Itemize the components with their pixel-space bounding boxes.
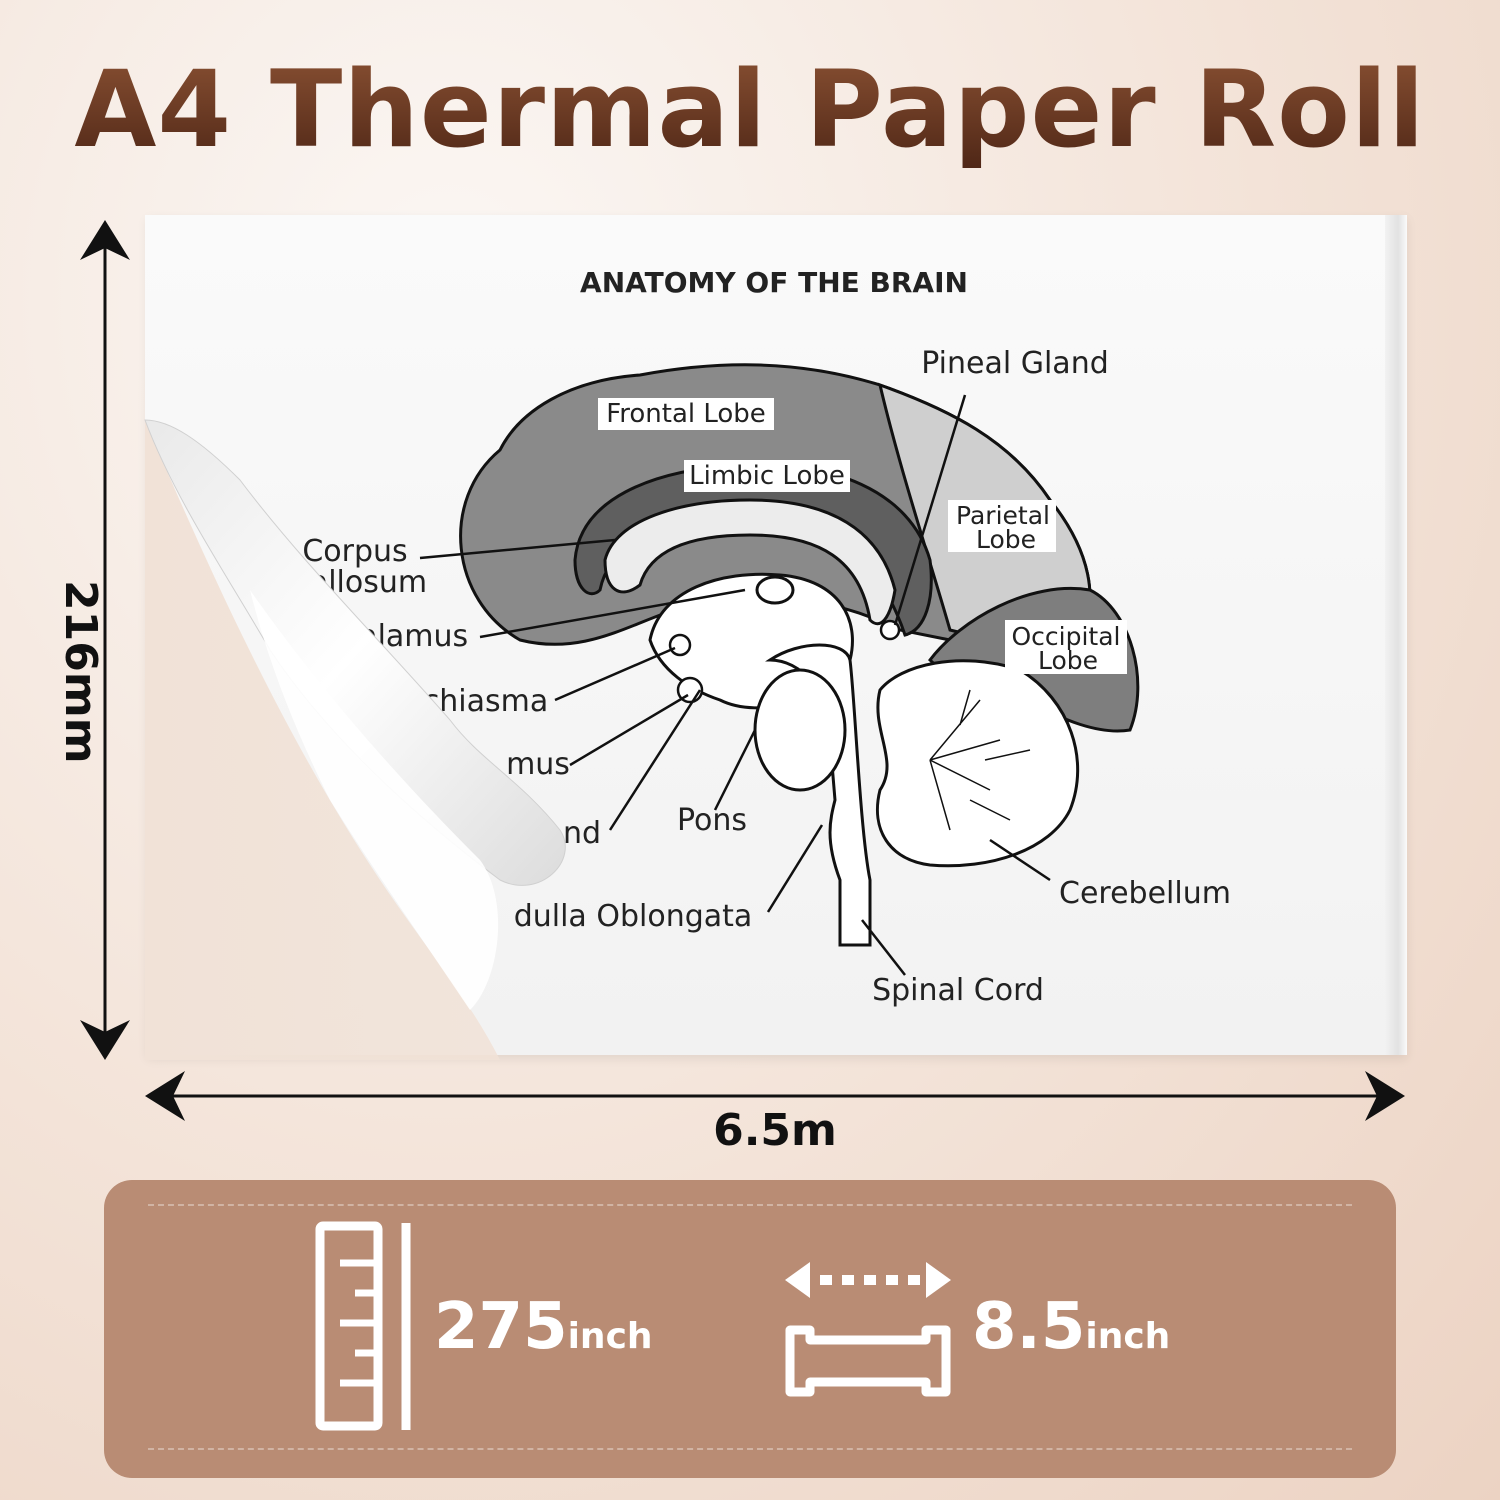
- parietal-lobe-label-bg: [948, 500, 1056, 552]
- parietal-lobe-label-line1: Parietal: [956, 501, 1050, 530]
- length-label: 6.5m: [713, 1105, 837, 1156]
- ruler-icon: [315, 1221, 411, 1431]
- cerebellum-branches: [929, 689, 1031, 831]
- panel-divider-bottom: [148, 1448, 1352, 1450]
- pineal-gland-body: [879, 619, 901, 641]
- width-spec: 8.5inch: [972, 1290, 1170, 1364]
- page-title: A4 Thermal Paper Roll: [0, 48, 1500, 171]
- corpus-callosum-label-line2: Callosum: [289, 565, 427, 600]
- width-spec-unit: inch: [1085, 1316, 1171, 1357]
- length-dimension-arrow: [145, 1071, 1405, 1121]
- pons-body: [753, 668, 847, 792]
- panel-divider-top: [148, 1204, 1352, 1206]
- corpus-callosum-region: [603, 498, 897, 626]
- spec-panel: 275inch 8.5inch: [104, 1180, 1396, 1478]
- frontal-lobe-label: Frontal Lobe: [606, 399, 766, 429]
- pons-label: Pons: [677, 803, 747, 838]
- paper-roll-edge: [1385, 215, 1407, 1055]
- spinal-cord-label: Spinal Cord: [872, 973, 1044, 1008]
- occipital-lobe-label-bg: [1005, 620, 1127, 674]
- cerebellum-label: Cerebellum: [1059, 876, 1231, 911]
- length-spec: 275inch: [434, 1290, 653, 1364]
- frontal-lobe-label-bg: [598, 398, 774, 430]
- width-roll-icon: [785, 1262, 951, 1397]
- limbic-lobe-label-bg: [684, 460, 850, 492]
- width-spec-value: 8.5: [972, 1290, 1086, 1364]
- cerebellum-body: [875, 659, 1080, 868]
- pituitary-gland-label: nd: [563, 816, 601, 851]
- corpus-callosum-label-line1: Corpus: [302, 534, 407, 569]
- thalamus-body: [755, 575, 795, 605]
- occipital-lobe-label-line1: Occipital: [1012, 622, 1121, 651]
- parietal-lobe-label-line2: Lobe: [976, 525, 1036, 554]
- thalamus-label: Thalamus: [321, 619, 468, 654]
- optic-chiasma-label: Schiasma: [404, 684, 549, 719]
- optic-chiasma-body: [668, 633, 692, 657]
- height-dimension-arrow: [80, 220, 130, 1060]
- limbic-lobe-label: Limbic Lobe: [689, 461, 845, 491]
- occipital-lobe-label-line2: Lobe: [1038, 646, 1098, 675]
- medulla-oblongata-label: dulla Oblongata: [514, 899, 753, 934]
- length-spec-unit: inch: [567, 1316, 653, 1357]
- diagram-heading: ANATOMY OF THE BRAIN: [580, 266, 968, 299]
- length-spec-value: 275: [434, 1290, 568, 1364]
- hypothalamus-label: mus: [506, 747, 570, 782]
- pineal-gland-label: Pineal Gland: [921, 346, 1109, 381]
